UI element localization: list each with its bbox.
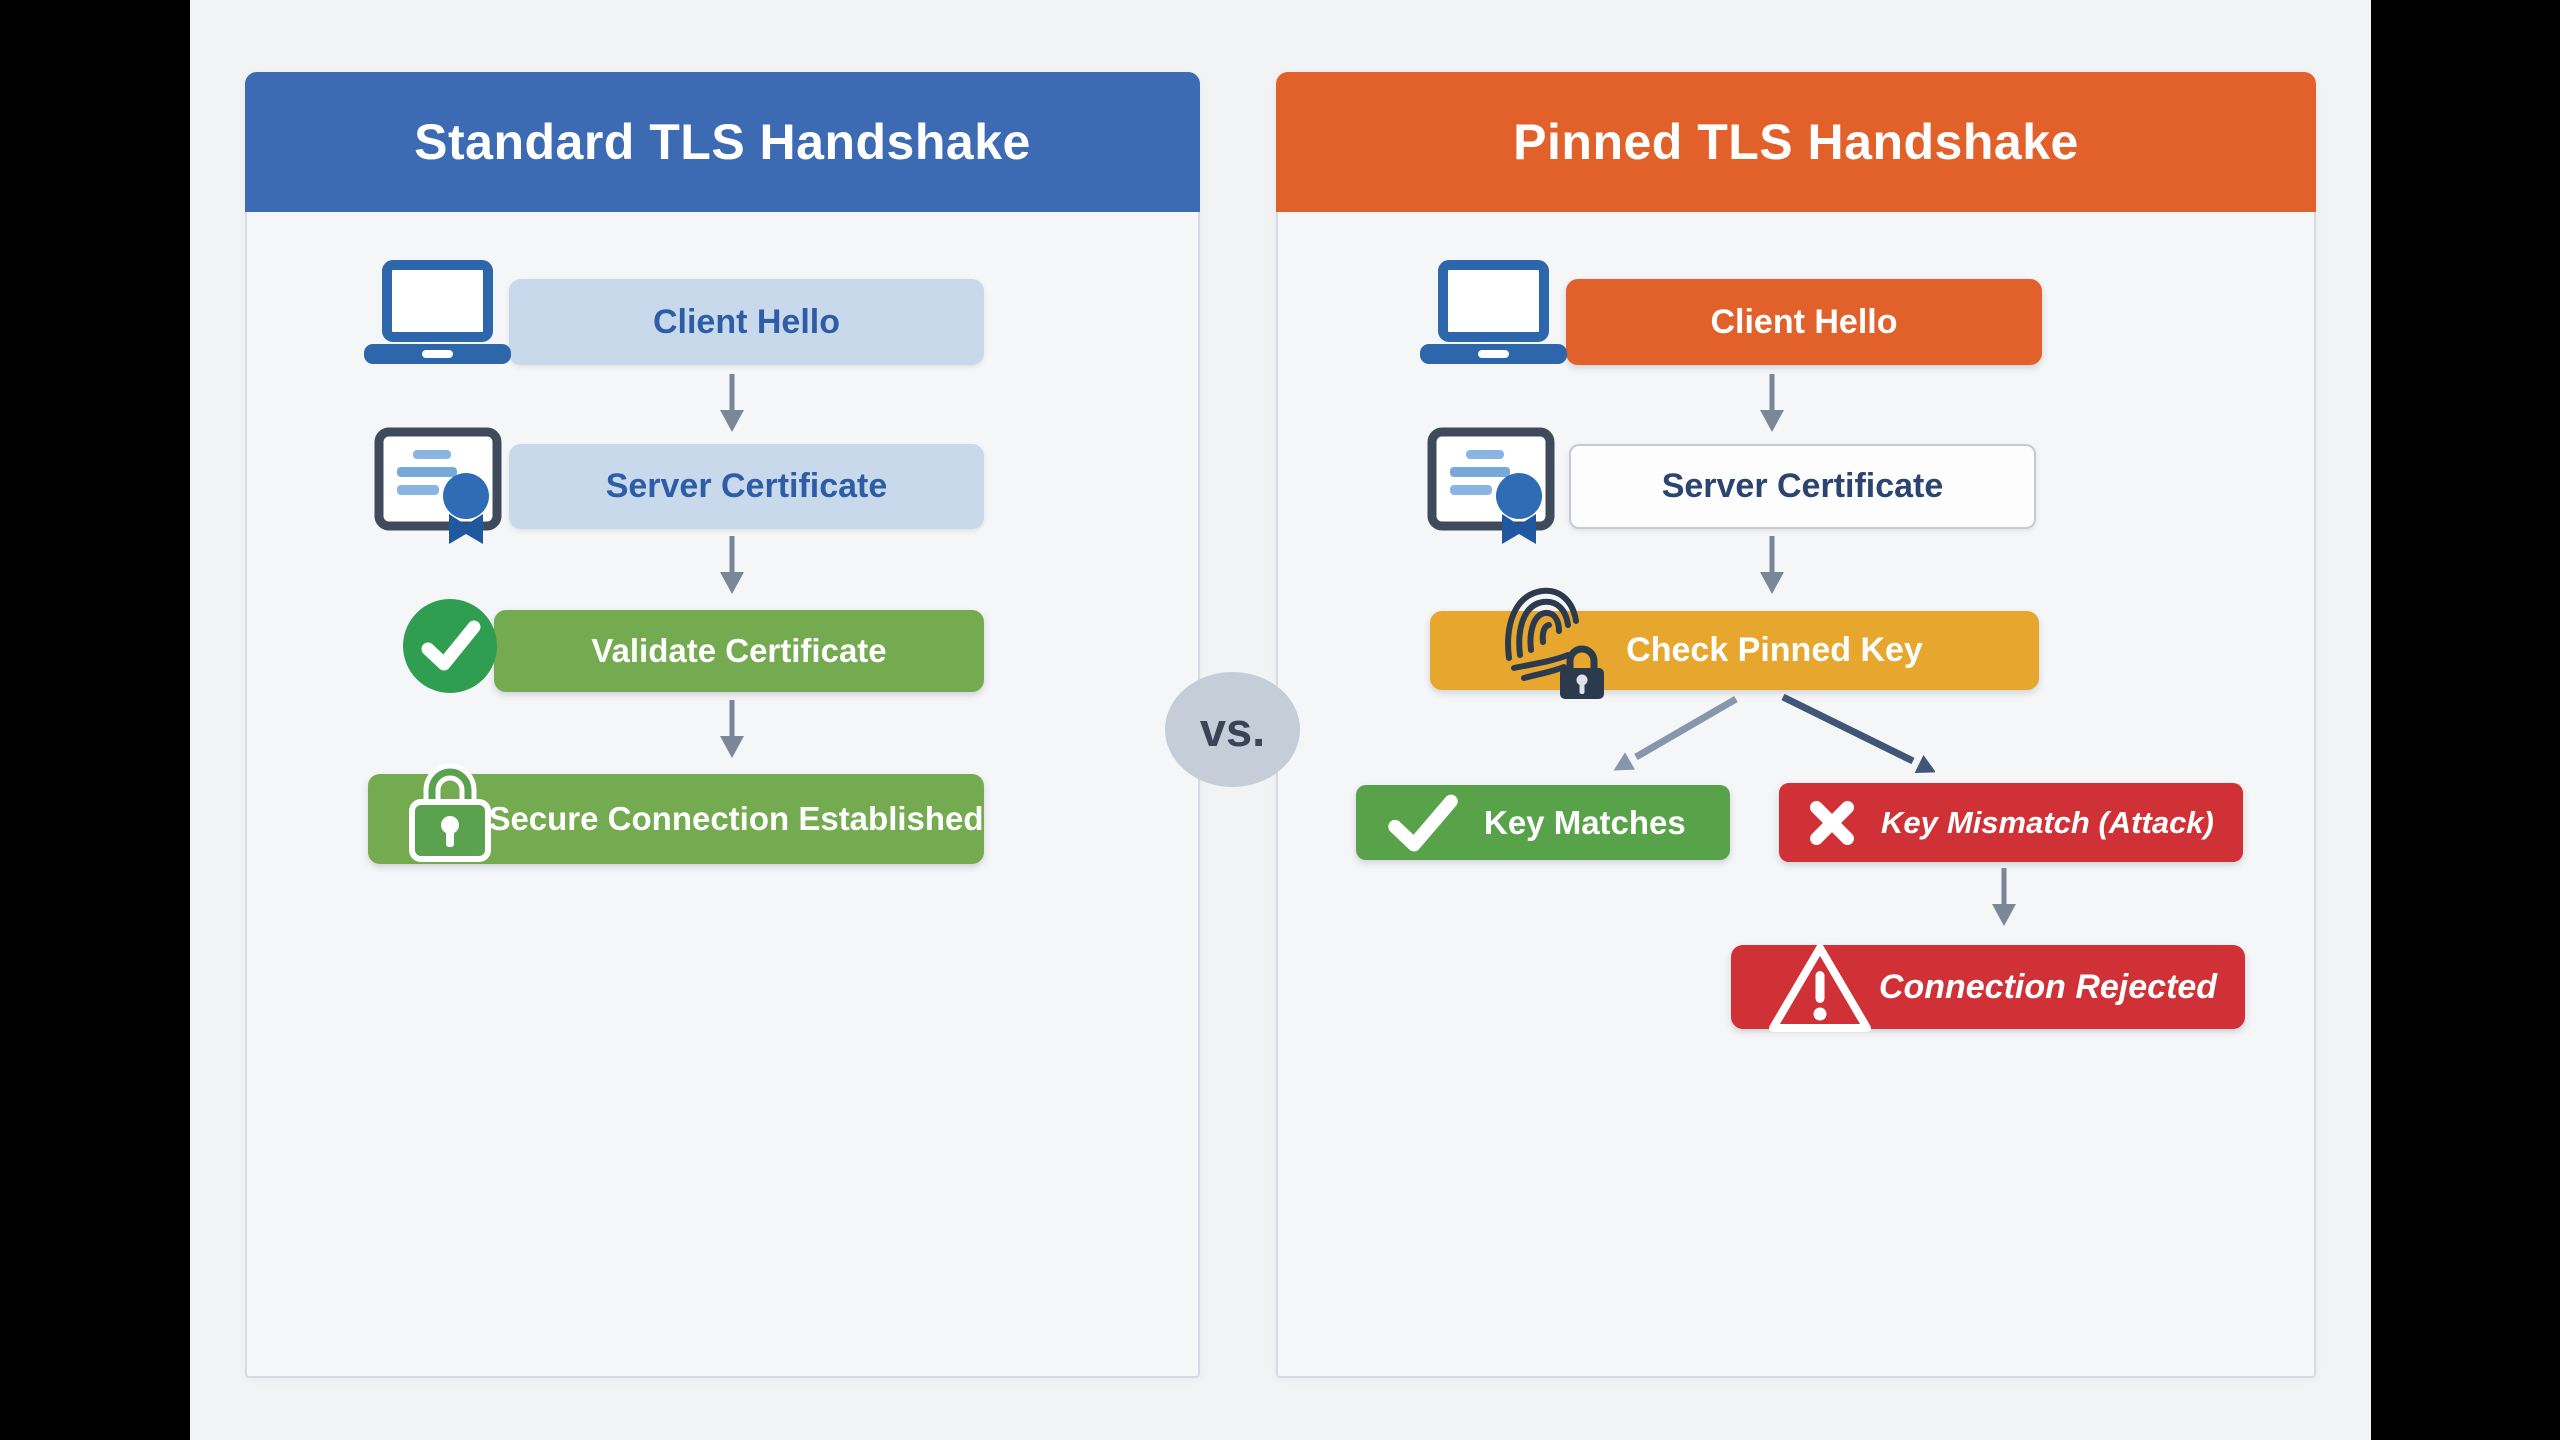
vs-badge: vs. [1165, 672, 1300, 787]
down-arrow-icon [1755, 536, 1789, 596]
step-server-certificate: Server Certificate [1569, 444, 2036, 529]
step-validate-certificate: Validate Certificate [494, 610, 984, 692]
step-key-matches: Key Matches [1356, 785, 1730, 860]
pinned-panel-header: Pinned TLS Handshake [1276, 72, 2316, 212]
step-server-certificate-label: Server Certificate [605, 467, 888, 505]
step-server-certificate: Server Certificate [509, 444, 984, 529]
check-circle-icon [402, 598, 498, 694]
step-client-hello: Client Hello [509, 279, 984, 365]
branch-arrow-right-icon [1775, 689, 1935, 784]
down-arrow-icon [1987, 868, 2021, 928]
step-connection-rejected-label: Connection Rejected [1878, 967, 2218, 1006]
standard-panel-header: Standard TLS Handshake [245, 72, 1200, 212]
padlock-icon [405, 752, 495, 864]
down-arrow-icon [715, 536, 749, 596]
branch-arrow-left-icon [1598, 691, 1748, 786]
step-check-pinned-key-label: Check Pinned Key [1626, 631, 1923, 669]
down-arrow-icon [715, 700, 749, 760]
check-icon [1386, 792, 1460, 854]
down-arrow-icon [1755, 374, 1789, 434]
infographic-canvas: Standard TLS Handshake Client Hello [190, 0, 2371, 1440]
laptop-icon [364, 260, 511, 365]
step-client-hello-label: Client Hello [1710, 302, 1898, 341]
key-mismatch-italic: Mismatch (Attack) [1946, 804, 2214, 840]
certificate-icon [373, 426, 508, 546]
vs-label: vs. [1199, 703, 1266, 756]
key-mismatch-prefix: Key [1881, 804, 1938, 840]
standard-panel-title: Standard TLS Handshake [414, 114, 1031, 170]
step-key-matches-label: Key Matches [1484, 803, 1686, 841]
pinned-panel-title: Pinned TLS Handshake [1513, 114, 2079, 170]
step-client-hello-label: Client Hello [652, 302, 841, 341]
step-server-certificate-label: Server Certificate [1661, 467, 1944, 505]
standard-tls-panel: Standard TLS Handshake Client Hello [245, 72, 1200, 1378]
down-arrow-icon [715, 374, 749, 434]
certificate-icon [1426, 426, 1561, 546]
laptop-icon [1420, 260, 1567, 365]
step-client-hello: Client Hello [1566, 279, 2042, 365]
warning-triangle-icon [1765, 940, 1875, 1038]
step-validate-certificate-label: Validate Certificate [591, 632, 887, 669]
pinned-lock-icon [1557, 642, 1607, 702]
x-icon [1807, 798, 1857, 848]
fingerprint-icon [1502, 582, 1584, 682]
pinned-tls-panel: Pinned TLS Handshake Client Hello [1276, 72, 2316, 1378]
step-secure-connection-label: Secure Connection Established [488, 800, 984, 837]
